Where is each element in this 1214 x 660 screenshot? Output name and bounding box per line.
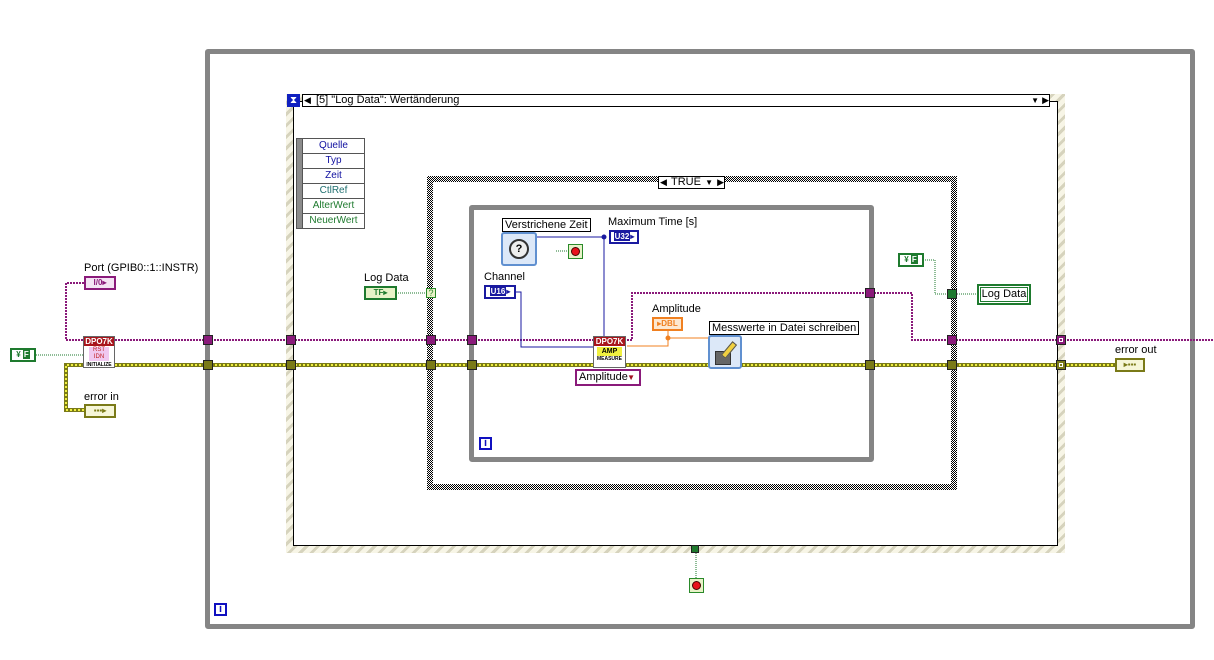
write-file-express-vi[interactable]	[708, 335, 742, 369]
error-out-indicator[interactable]: ▸▪▪▪	[1115, 358, 1145, 372]
event-field-typ[interactable]: Typ	[303, 154, 364, 169]
error-in-control[interactable]: ▪▪▪▸	[84, 404, 116, 418]
event-stop-tunnel	[691, 545, 699, 553]
case-next-arrow[interactable]: ▶	[717, 177, 724, 187]
event-field-ctlref[interactable]: CtlRef	[303, 184, 364, 199]
channel-control[interactable]: U16▸	[484, 285, 516, 299]
tunnel-error-inner-left	[467, 360, 477, 370]
stopwatch-icon: ?	[509, 239, 529, 259]
tunnel-refnum-event-left	[286, 335, 296, 345]
event-field-alterwert[interactable]: AlterWert	[303, 199, 364, 214]
dpo7k-initialize-subvi[interactable]: DPO7K RST IDN INITIALIZE	[83, 336, 115, 368]
tunnel-error-inner-right	[865, 360, 875, 370]
tunnel-bool-case-right	[947, 289, 957, 299]
bool-constant-false-left[interactable]: ¥ F	[10, 348, 36, 362]
elapsed-time-label: Verstrichene Zeit	[502, 218, 591, 232]
amplitude-wire	[627, 337, 712, 347]
write-file-label: Messwerte in Datei schreiben	[709, 321, 860, 335]
case-selector-tunnel: ?	[426, 288, 436, 298]
amp-measure-icon-text: AMP	[597, 347, 622, 356]
bool-const-value-right: F	[910, 255, 918, 264]
timeout-hourglass-icon: ⧗	[287, 94, 300, 107]
error-in-wire	[64, 363, 86, 412]
bool-tf-icon-right: ¥	[904, 255, 909, 264]
channel-wire	[516, 291, 596, 348]
dpo7k-amp-measure-subvi[interactable]: DPO7K AMP MEASURE	[593, 336, 626, 368]
amp-measure-header: DPO7K	[594, 337, 625, 346]
amp-measure-footer: MEASURE	[596, 356, 622, 362]
port-label: Port (GPIB0::1::INSTR)	[84, 262, 199, 274]
event-data-node: Quelle Typ Zeit CtlRef AlterWert NeuerWe…	[296, 138, 365, 229]
case-selector[interactable]: ◀ TRUE ▼ ▶	[658, 176, 725, 189]
log-data-terminal-label: Log Data	[364, 272, 409, 284]
amplitude-indicator[interactable]: ▸DBL	[652, 317, 683, 331]
log-data-glyph: TF	[373, 288, 384, 297]
error-out-label: error out	[1115, 344, 1157, 356]
initialize-header: DPO7K	[84, 337, 114, 346]
tunnel-refnum-outer-left	[203, 335, 213, 345]
initialize-footer: INITIALIZE	[86, 362, 112, 368]
max-time-label: Maximum Time [s]	[608, 216, 698, 228]
event-field-quelle[interactable]: Quelle	[303, 139, 364, 154]
tunnel-error-event-right	[1056, 360, 1066, 370]
event-case-label: [5] "Log Data": Wertänderung	[316, 94, 460, 106]
tunnel-refnum-inner-left	[467, 335, 477, 345]
local-var-wire	[923, 259, 978, 295]
tunnel-error-case-left	[426, 360, 436, 370]
elapsed-stop-indicator[interactable]	[568, 244, 583, 259]
inner-iteration-terminal: i	[479, 437, 492, 450]
tunnel-refnum-inner-right	[865, 288, 875, 298]
log-data-local-label: Log Data	[980, 287, 1028, 302]
case-selector-value: TRUE	[671, 176, 701, 188]
channel-glyph: U16	[489, 287, 507, 296]
case-dropdown-arrow[interactable]: ▼	[705, 178, 713, 187]
case-dropdown-arrow[interactable]: ▼	[1031, 96, 1039, 105]
bool-const-value: F	[22, 350, 30, 359]
port-glyph: I/0	[93, 278, 103, 287]
amplitude-enum-value: Amplitude	[579, 371, 628, 383]
event-field-neuerwert[interactable]: NeuerWert	[309, 215, 358, 226]
case-prev-arrow[interactable]: ◀	[660, 177, 667, 187]
channel-label: Channel	[484, 271, 525, 283]
bool-tf-icon: ¥	[16, 350, 21, 359]
tunnel-refnum-case-left	[426, 335, 436, 345]
tunnel-error-case-right	[947, 360, 957, 370]
port-control[interactable]: I/0▸	[84, 276, 116, 290]
bool-constant-false-right[interactable]: ¥ F	[898, 253, 924, 267]
tunnel-refnum-event-right	[1056, 335, 1066, 345]
initialize-icon-text: RST IDN	[89, 347, 109, 361]
elapsed-time-express-vi[interactable]: ?	[501, 232, 537, 266]
max-time-control[interactable]: U32▸	[609, 230, 639, 244]
amplitude-glyph: DBL	[661, 319, 678, 328]
outer-loop-stop-terminal[interactable]	[689, 578, 704, 593]
tunnel-error-event-left	[286, 360, 296, 370]
max-time-glyph: U32	[613, 232, 631, 241]
inner-while-loop[interactable]	[469, 205, 874, 462]
log-data-local-variable[interactable]: Log Data	[977, 284, 1031, 305]
amplitude-indicator-label: Amplitude	[652, 303, 701, 315]
log-data-terminal[interactable]: TF▸	[364, 286, 397, 300]
tunnel-error-outer-left	[203, 360, 213, 370]
amplitude-enum-constant[interactable]: Amplitude ▼	[575, 369, 641, 386]
refnum-wire-out	[627, 292, 1214, 341]
next-case-arrow[interactable]: ▶	[1042, 95, 1049, 105]
prev-case-arrow[interactable]: ◀	[304, 95, 311, 105]
enum-dropdown-icon[interactable]: ▼	[627, 373, 635, 382]
event-field-zeit[interactable]: Zeit	[303, 169, 364, 184]
event-case-selector[interactable]: ◀ [5] "Log Data": Wertänderung ▼ ▶	[302, 94, 1050, 107]
error-in-label: error in	[84, 391, 119, 403]
port-wire	[65, 282, 86, 341]
outer-iteration-terminal: i	[214, 603, 227, 616]
tunnel-refnum-case-right	[947, 335, 957, 345]
